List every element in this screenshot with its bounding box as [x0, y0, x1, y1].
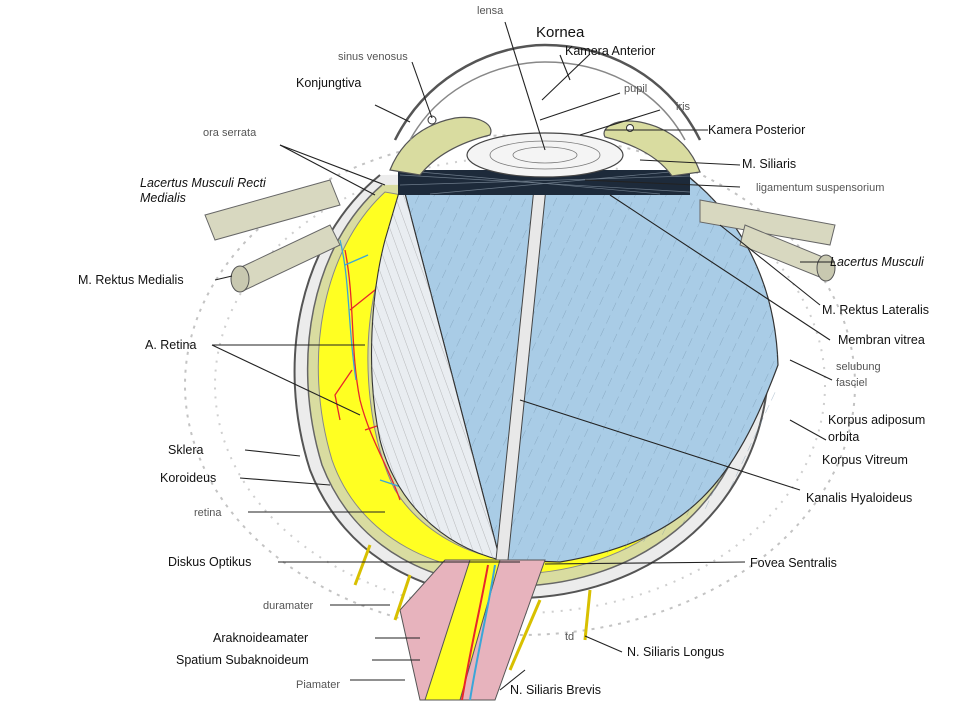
label-lacertus-medialis-2: Medialis: [140, 191, 186, 205]
label-koroideus: Koroideus: [160, 471, 216, 485]
label-sinus-venosus: sinus venosus: [338, 51, 408, 63]
label-pupil: pupil: [624, 83, 647, 95]
label-retina: retina: [194, 507, 222, 519]
label-membran-vitrea: Membran vitrea: [838, 333, 925, 347]
label-td: td: [565, 631, 574, 643]
label-sklera: Sklera: [168, 443, 203, 457]
label-kornea: Kornea: [536, 24, 585, 41]
label-kamera-posterior: Kamera Posterior: [708, 123, 805, 137]
label-fovea-sentralis: Fovea Sentralis: [750, 556, 837, 570]
label-korpus-vitreum: Korpus Vitreum: [822, 453, 908, 467]
label-a-retina: A. Retina: [145, 338, 196, 352]
label-lacertus-musculi: Lacertus Musculi: [830, 255, 925, 269]
label-ora-serrata: ora serrata: [203, 127, 257, 139]
label-n-siliaris-longus: N. Siliaris Longus: [627, 645, 724, 659]
label-spatium: Spatium Subaknoideum: [176, 653, 309, 667]
label-kamera-anterior: Kamera Anterior: [565, 44, 655, 58]
label-lensa: lensa: [477, 5, 504, 17]
label-diskus-optikus: Diskus Optikus: [168, 555, 251, 569]
label-konjungtiva: Konjungtiva: [296, 76, 361, 90]
label-piamater: Piamater: [296, 679, 340, 691]
label-korpus-adiposum: Korpus adiposum: [828, 413, 925, 427]
label-duramater: duramater: [263, 600, 313, 612]
label-iris: iris: [676, 101, 691, 113]
label-orbita: orbita: [828, 430, 859, 444]
label-selubung: selubung: [836, 361, 881, 373]
label-araknoideamater: Araknoideamater: [213, 631, 308, 645]
label-m-siliaris: M. Siliaris: [742, 157, 796, 171]
label-kanalis-hyaloideus: Kanalis Hyaloideus: [806, 491, 912, 505]
label-fasciel: fasciel: [836, 377, 867, 389]
label-n-siliaris-brevis: N. Siliaris Brevis: [510, 683, 601, 697]
label-ligamentum: ligamentum suspensorium: [756, 182, 884, 194]
label-m-rektus-lateralis: M. Rektus Lateralis: [822, 303, 929, 317]
label-m-rektus-medialis: M. Rektus Medialis: [78, 273, 184, 287]
label-lacertus-medialis: Lacertus Musculi Recti: [140, 176, 267, 190]
